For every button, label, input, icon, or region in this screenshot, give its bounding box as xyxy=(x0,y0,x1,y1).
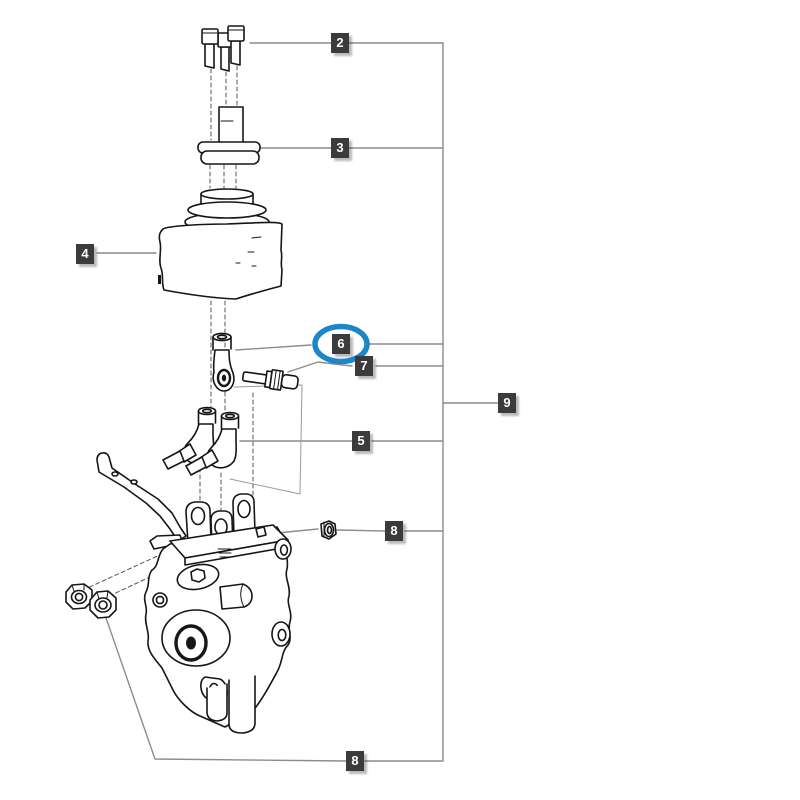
mount-plate-illustration xyxy=(197,106,261,165)
valve-body-illustration xyxy=(96,452,292,734)
detail-box xyxy=(229,384,303,495)
nuts-illustration xyxy=(65,583,117,619)
link-rod-illustration xyxy=(212,332,235,392)
link-assembly-illustration xyxy=(162,406,240,476)
port-cylinder-right xyxy=(228,675,256,734)
highlight-ellipse xyxy=(312,323,370,365)
nut-illustration xyxy=(320,520,337,540)
bolts-illustration xyxy=(201,25,245,72)
screw-illustration xyxy=(241,369,299,391)
leader-lines xyxy=(96,42,499,762)
port-cylinder-left xyxy=(206,683,228,722)
boot-illustration xyxy=(158,188,283,300)
